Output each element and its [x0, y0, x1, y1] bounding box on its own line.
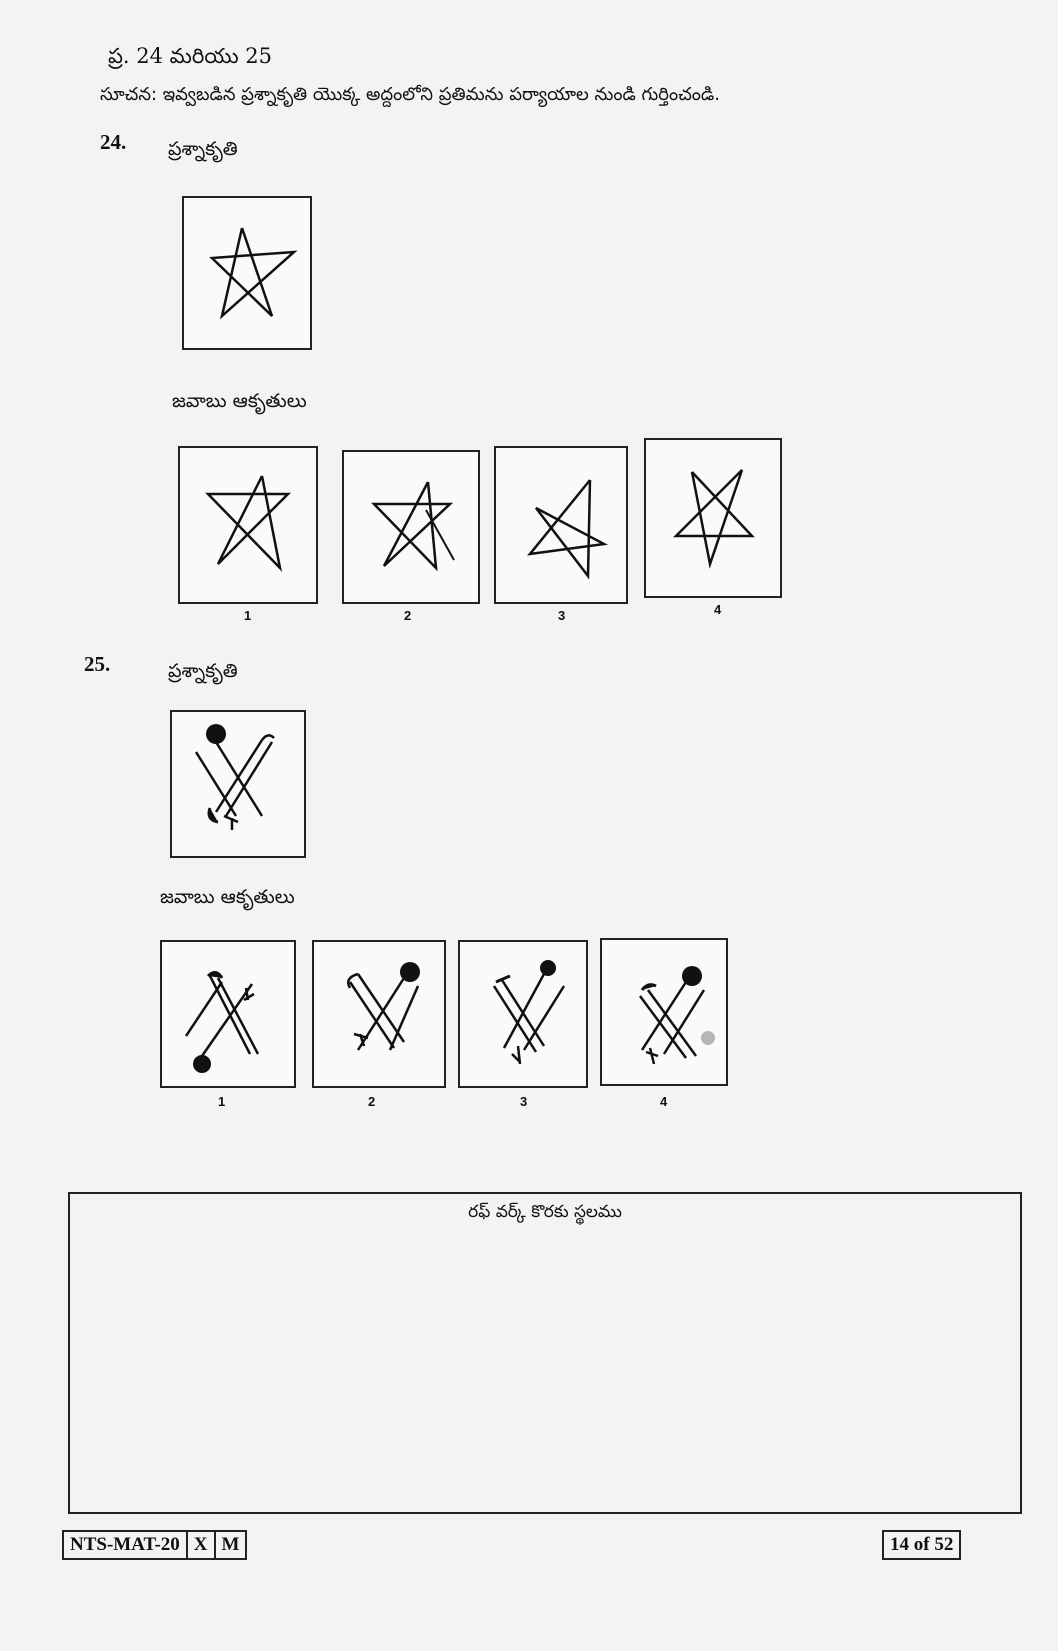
q25-option-3-number: 3 [520, 1094, 528, 1109]
q24-option-2[interactable] [342, 450, 480, 604]
q24-question-label: ప్రశ్నాకృతి [168, 138, 238, 160]
q25-option-3[interactable] [458, 940, 588, 1088]
q25-option-2[interactable] [312, 940, 446, 1088]
q25-option-4-figure [638, 966, 715, 1065]
page-number: 14 of 52 [882, 1530, 962, 1560]
q25-option-2-figure [347, 962, 420, 1051]
q25-option-3-figure [492, 960, 566, 1065]
q24-option-3-number: 3 [558, 608, 566, 623]
instruction-text: సూచన: ఇవ్వబడిన ప్రశ్నాకృతి యొక్క అద్దంలో… [100, 84, 720, 105]
q24-option-4-number: 4 [714, 602, 722, 617]
rough-work-box: రఫ్ వర్క్ కొరకు స్థలము [68, 1192, 1022, 1514]
q25-question-figure [170, 710, 306, 858]
q25-answer-label: జవాబు ఆకృతులు [160, 886, 295, 908]
question-range: ప్ర. 24 మరియు 25 [108, 44, 273, 68]
q24-option-2-figure [371, 481, 455, 572]
paper-code: NTS-MAT-20 [64, 1532, 188, 1558]
q25-option-1-figure [184, 971, 260, 1073]
paper-cell-x: X [188, 1532, 216, 1558]
q25-option-1-number: 1 [218, 1094, 226, 1109]
q25-question-label: ప్రశ్నాకృతి [168, 660, 238, 682]
q24-question-figure [182, 196, 312, 350]
q25-pin-figure [194, 724, 275, 830]
q24-option-1-number: 1 [244, 608, 252, 623]
paper-cell-m: M [221, 1534, 240, 1555]
q24-number: 24. [100, 130, 127, 154]
q25-number: 25. [84, 652, 111, 676]
q24-option-4-figure [672, 469, 755, 569]
q25-option-2-number: 2 [368, 1094, 376, 1109]
rough-work-title: రఫ్ వర్క్ కొరకు స్థలము [468, 1202, 622, 1222]
paper-code-box: NTS-MAT-20 X M [62, 1530, 248, 1560]
q24-star-figure [209, 227, 298, 320]
q24-option-1-figure [205, 475, 292, 572]
q24-answer-label: జవాబు ఆకృతులు [172, 390, 307, 412]
q24-option-4[interactable] [644, 438, 782, 598]
q25-option-1[interactable] [160, 940, 296, 1088]
q24-option-3[interactable] [494, 446, 628, 604]
q24-option-1[interactable] [178, 446, 318, 604]
q24-option-2-number: 2 [404, 608, 412, 623]
q25-option-4-number: 4 [660, 1094, 668, 1109]
q24-option-3-figure [527, 479, 609, 580]
q25-option-4[interactable] [600, 938, 728, 1086]
